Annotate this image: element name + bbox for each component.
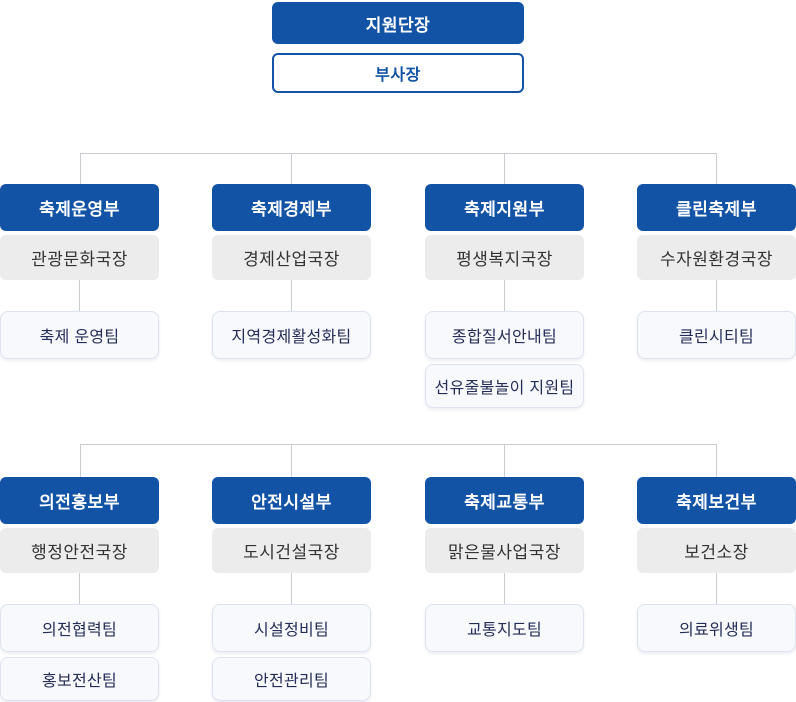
root-box: 지원단장	[272, 2, 524, 44]
director-box: 경제산업국장	[212, 235, 371, 280]
connector-vline	[716, 153, 717, 184]
team-box: 축제 운영팀	[0, 311, 159, 359]
connector-drop	[291, 573, 292, 604]
director-box: 평생복지국장	[425, 235, 584, 280]
dept-column: 안전시설부 도시건설국장 시설정비팀 안전관리팀	[212, 477, 371, 701]
connector-vline	[80, 153, 81, 184]
connector-vline	[504, 444, 505, 477]
dept-header: 축제보건부	[637, 477, 796, 524]
dept-column: 의전홍보부 행정안전국장 의전협력팀 홍보전산팀	[0, 477, 159, 701]
dept-header: 축제교통부	[425, 477, 584, 524]
director-box: 행정안전국장	[0, 528, 159, 573]
team-box: 안전관리팀	[212, 657, 371, 701]
director-box: 맑은물사업국장	[425, 528, 584, 573]
dept-header: 안전시설부	[212, 477, 371, 524]
dept-column: 축제지원부 평생복지국장 종합질서안내팀 선유줄불놀이 지원팀	[425, 184, 584, 408]
connector-hline-row2	[80, 444, 717, 445]
connector-drop	[504, 280, 505, 311]
connector-drop	[504, 573, 505, 604]
dept-column: 축제운영부 관광문화국장 축제 운영팀	[0, 184, 159, 359]
dept-column: 축제보건부 보건소장 의료위생팀	[637, 477, 796, 652]
connector-drop	[79, 573, 80, 604]
director-box: 수자원환경국장	[637, 235, 796, 280]
connector-drop	[716, 280, 717, 311]
connector-vline	[80, 444, 81, 477]
connector-vline	[291, 153, 292, 184]
dept-header: 클린축제부	[637, 184, 796, 231]
connector-vline	[504, 153, 505, 184]
connector-hline-row1	[80, 153, 717, 154]
team-box: 교통지도팀	[425, 604, 584, 652]
connector-drop	[291, 280, 292, 311]
director-box: 도시건설국장	[212, 528, 371, 573]
dept-header: 의전홍보부	[0, 477, 159, 524]
team-box: 종합질서안내팀	[425, 311, 584, 359]
connector-vline	[716, 444, 717, 477]
team-box: 선유줄불놀이 지원팀	[425, 364, 584, 408]
dept-header: 축제경제부	[212, 184, 371, 231]
director-box: 관광문화국장	[0, 235, 159, 280]
deputy-box: 부사장	[272, 53, 524, 93]
connector-vline	[291, 444, 292, 477]
connector-drop	[79, 280, 80, 311]
team-box: 의료위생팀	[637, 604, 796, 652]
dept-column: 축제경제부 경제산업국장 지역경제활성화팀	[212, 184, 371, 359]
dept-column: 축제교통부 맑은물사업국장 교통지도팀	[425, 477, 584, 652]
dept-header: 축제지원부	[425, 184, 584, 231]
dept-header: 축제운영부	[0, 184, 159, 231]
connector-drop	[716, 573, 717, 604]
team-box: 홍보전산팀	[0, 657, 159, 701]
team-box: 클린시티팀	[637, 311, 796, 359]
director-box: 보건소장	[637, 528, 796, 573]
dept-column: 클린축제부 수자원환경국장 클린시티팀	[637, 184, 796, 359]
team-box: 지역경제활성화팀	[212, 311, 371, 359]
team-box: 의전협력팀	[0, 604, 159, 652]
team-box: 시설정비팀	[212, 604, 371, 652]
